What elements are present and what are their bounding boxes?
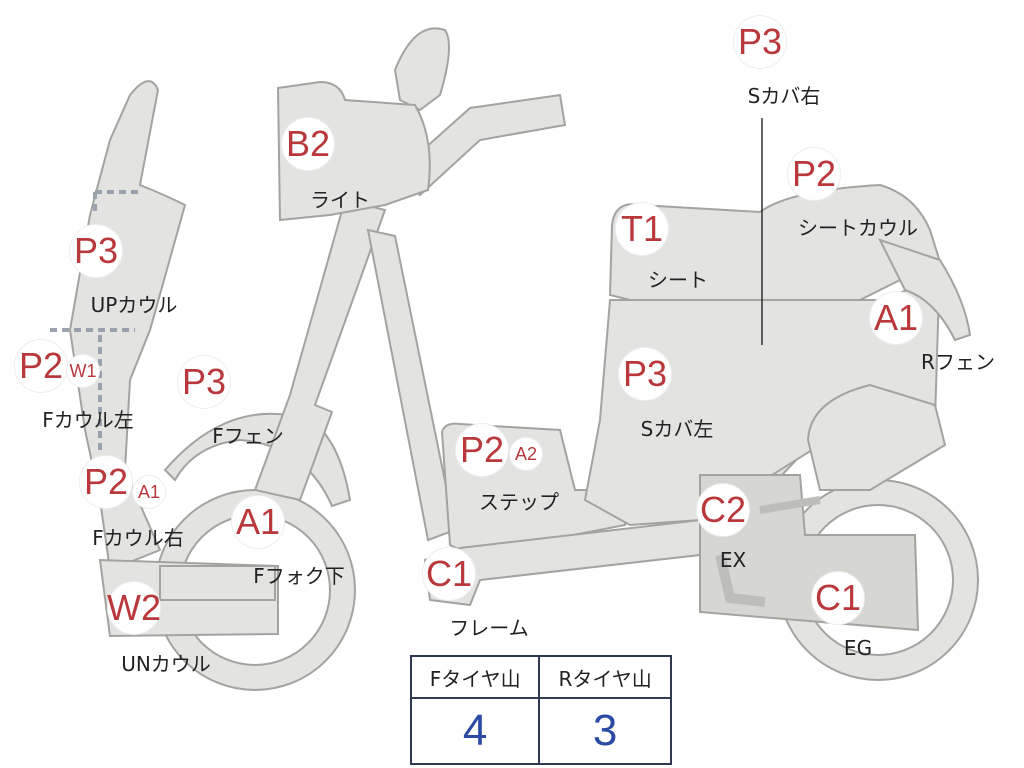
f-tire-header: Fタイヤ山 <box>409 655 541 699</box>
step-code2-badge: A2 <box>510 438 542 470</box>
seat-shape <box>608 183 942 301</box>
r-tire-header: Rタイヤ山 <box>538 655 672 699</box>
f-tire-value: 4 <box>409 697 541 765</box>
frame-code-badge: C1 <box>423 548 475 600</box>
handlebar <box>393 93 567 197</box>
light-label: ライト <box>310 188 370 212</box>
s-cover-left-label: Sカバ左 <box>640 417 714 441</box>
exhaust-code-badge: C2 <box>697 484 749 536</box>
un-cowl-label: UNカウル <box>121 652 211 676</box>
engine-code-badge: C1 <box>812 572 864 624</box>
f-cowl-right-label: Fカウル右 <box>92 526 184 550</box>
f-cowl-right-code-badge: P2 <box>80 456 132 508</box>
exhaust-link <box>759 496 821 514</box>
frame-label: フレーム <box>449 616 529 640</box>
windscreen <box>393 27 450 112</box>
tire-table-header-row: Fタイヤ山 Rタイヤ山 <box>409 655 672 699</box>
f-fender-code-badge: P3 <box>178 356 230 408</box>
exhaust-label: EX <box>719 548 747 572</box>
down-tube <box>366 228 457 542</box>
r-fender-code-badge: A1 <box>870 292 922 344</box>
headlight-shape <box>276 80 431 222</box>
seat-code-badge: T1 <box>616 203 668 255</box>
f-fork-code-badge: A1 <box>232 496 284 548</box>
f-cowl-left-label: Fカウル左 <box>42 408 134 432</box>
rear-shock <box>806 383 947 491</box>
r-tire-value: 3 <box>538 697 672 765</box>
step-label: ステップ <box>479 490 559 514</box>
un-cowl-code-badge: W2 <box>107 582 161 634</box>
seat-cowl-label: シートカウル <box>798 216 918 240</box>
fork-lower-shape <box>159 565 276 601</box>
up-cowl-code-badge: P3 <box>70 225 122 277</box>
f-cowl-right-code2-badge: A1 <box>133 476 165 508</box>
engine-label: EG <box>843 636 873 660</box>
exhaust-pipe <box>715 553 766 607</box>
step-code-badge: P2 <box>456 424 508 476</box>
f-fender-label: Fフェン <box>212 424 284 448</box>
seat-cowl-tail <box>878 238 972 342</box>
f-cowl-left-code-badge: P2 <box>15 340 67 392</box>
fcowl-separator <box>50 328 135 455</box>
upcowl-separator <box>93 190 140 215</box>
up-cowl-label: UPカウル <box>90 293 178 317</box>
f-fork-label: Fフォク下 <box>253 564 345 588</box>
tire-tread-table: Fタイヤ山 Rタイヤ山 4 3 <box>409 655 672 765</box>
s-cover-right-label: Sカバ右 <box>747 84 821 108</box>
seat-cowl-code-badge: P2 <box>788 148 840 200</box>
s-cover-left-code-badge: P3 <box>619 348 671 400</box>
s-cover-right-code-badge: P3 <box>734 16 786 68</box>
r-fender-label: Rフェン <box>921 350 995 374</box>
engine-shape <box>699 474 920 632</box>
f-cowl-left-code2-badge: W1 <box>67 355 99 387</box>
tire-table-value-row: 4 3 <box>409 697 672 765</box>
seat-label: シート <box>648 268 708 292</box>
light-code-badge: B2 <box>282 118 334 170</box>
